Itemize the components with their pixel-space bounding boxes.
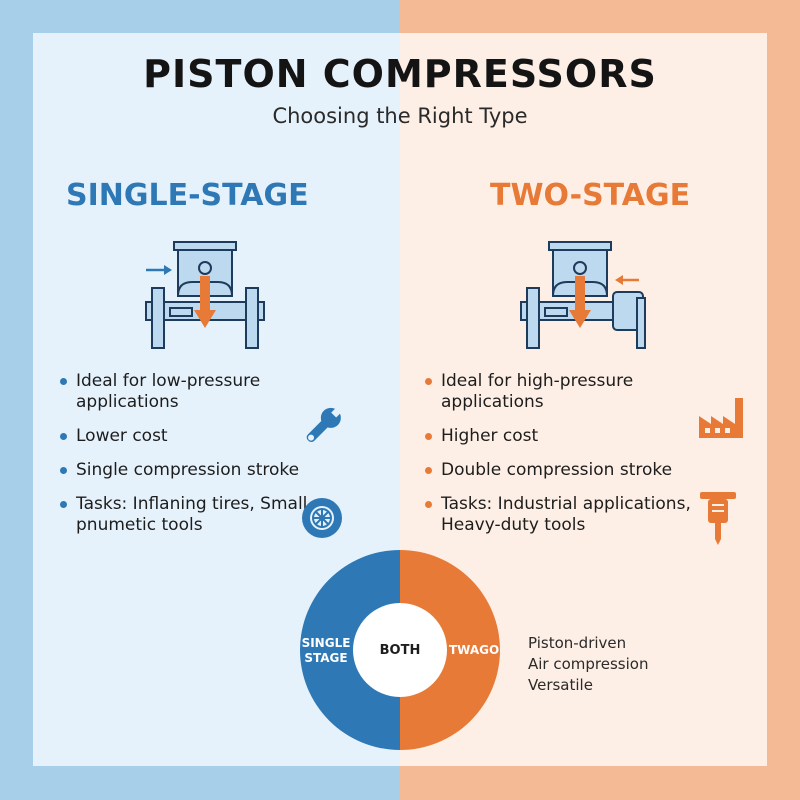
venn-two-label: TWAGO (449, 643, 500, 657)
venn-both-label: BOTH (379, 643, 421, 658)
list-item: Ideal for high-pressure applications (425, 371, 715, 413)
single-stage-points: Ideal for low-pressure applications Lowe… (60, 371, 320, 549)
page-subtitle: Choosing the Right Type (272, 104, 528, 128)
bullet-dot (425, 501, 432, 508)
single-stage-piston-diagram-icon (145, 241, 265, 349)
list-item: Single compression stroke (60, 460, 320, 481)
list-item: Higher cost (425, 426, 715, 447)
bullet-dot (60, 501, 67, 508)
single-stage-heading: SINGLE-STAGE (66, 178, 309, 213)
note-item: Piston-driven (528, 634, 627, 652)
factory-icon (699, 398, 743, 438)
wrench-icon (306, 405, 344, 443)
two-stage-heading: TWO-STAGE (490, 178, 691, 213)
note-item: Versatile (528, 676, 593, 694)
venn-notes: Piston-driven Air compression Versatile (528, 633, 648, 696)
two-stage-half (400, 550, 500, 750)
list-item: Ideal for low-pressure applications (60, 371, 320, 413)
list-item: Double compression stroke (425, 460, 715, 481)
venn-diagram (300, 550, 500, 750)
overlap-center (353, 603, 447, 697)
page-title: PISTON COMPRESSORS (143, 52, 657, 96)
two-stage-points: Ideal for high-pressure applications Hig… (425, 371, 715, 549)
bullet-dot (60, 433, 67, 440)
tire-icon (302, 498, 342, 538)
list-item: Tasks: Inflaning tires, Small pnumetic t… (60, 494, 320, 536)
bullet-dot (425, 467, 432, 474)
single-stage-half (300, 550, 400, 750)
venn-single-label: SINGLE STAGE (301, 636, 351, 665)
bullet-dot (60, 467, 67, 474)
note-item: Air compression (528, 655, 649, 673)
jackhammer-icon (700, 492, 736, 545)
bullet-dot (60, 378, 67, 385)
bullet-dot (425, 378, 432, 385)
bullet-dot (425, 433, 432, 440)
list-item: Lower cost (60, 426, 320, 447)
list-item: Tasks: Industrial applications, Heavy-du… (425, 494, 715, 536)
two-stage-piston-diagram-icon (520, 241, 646, 349)
